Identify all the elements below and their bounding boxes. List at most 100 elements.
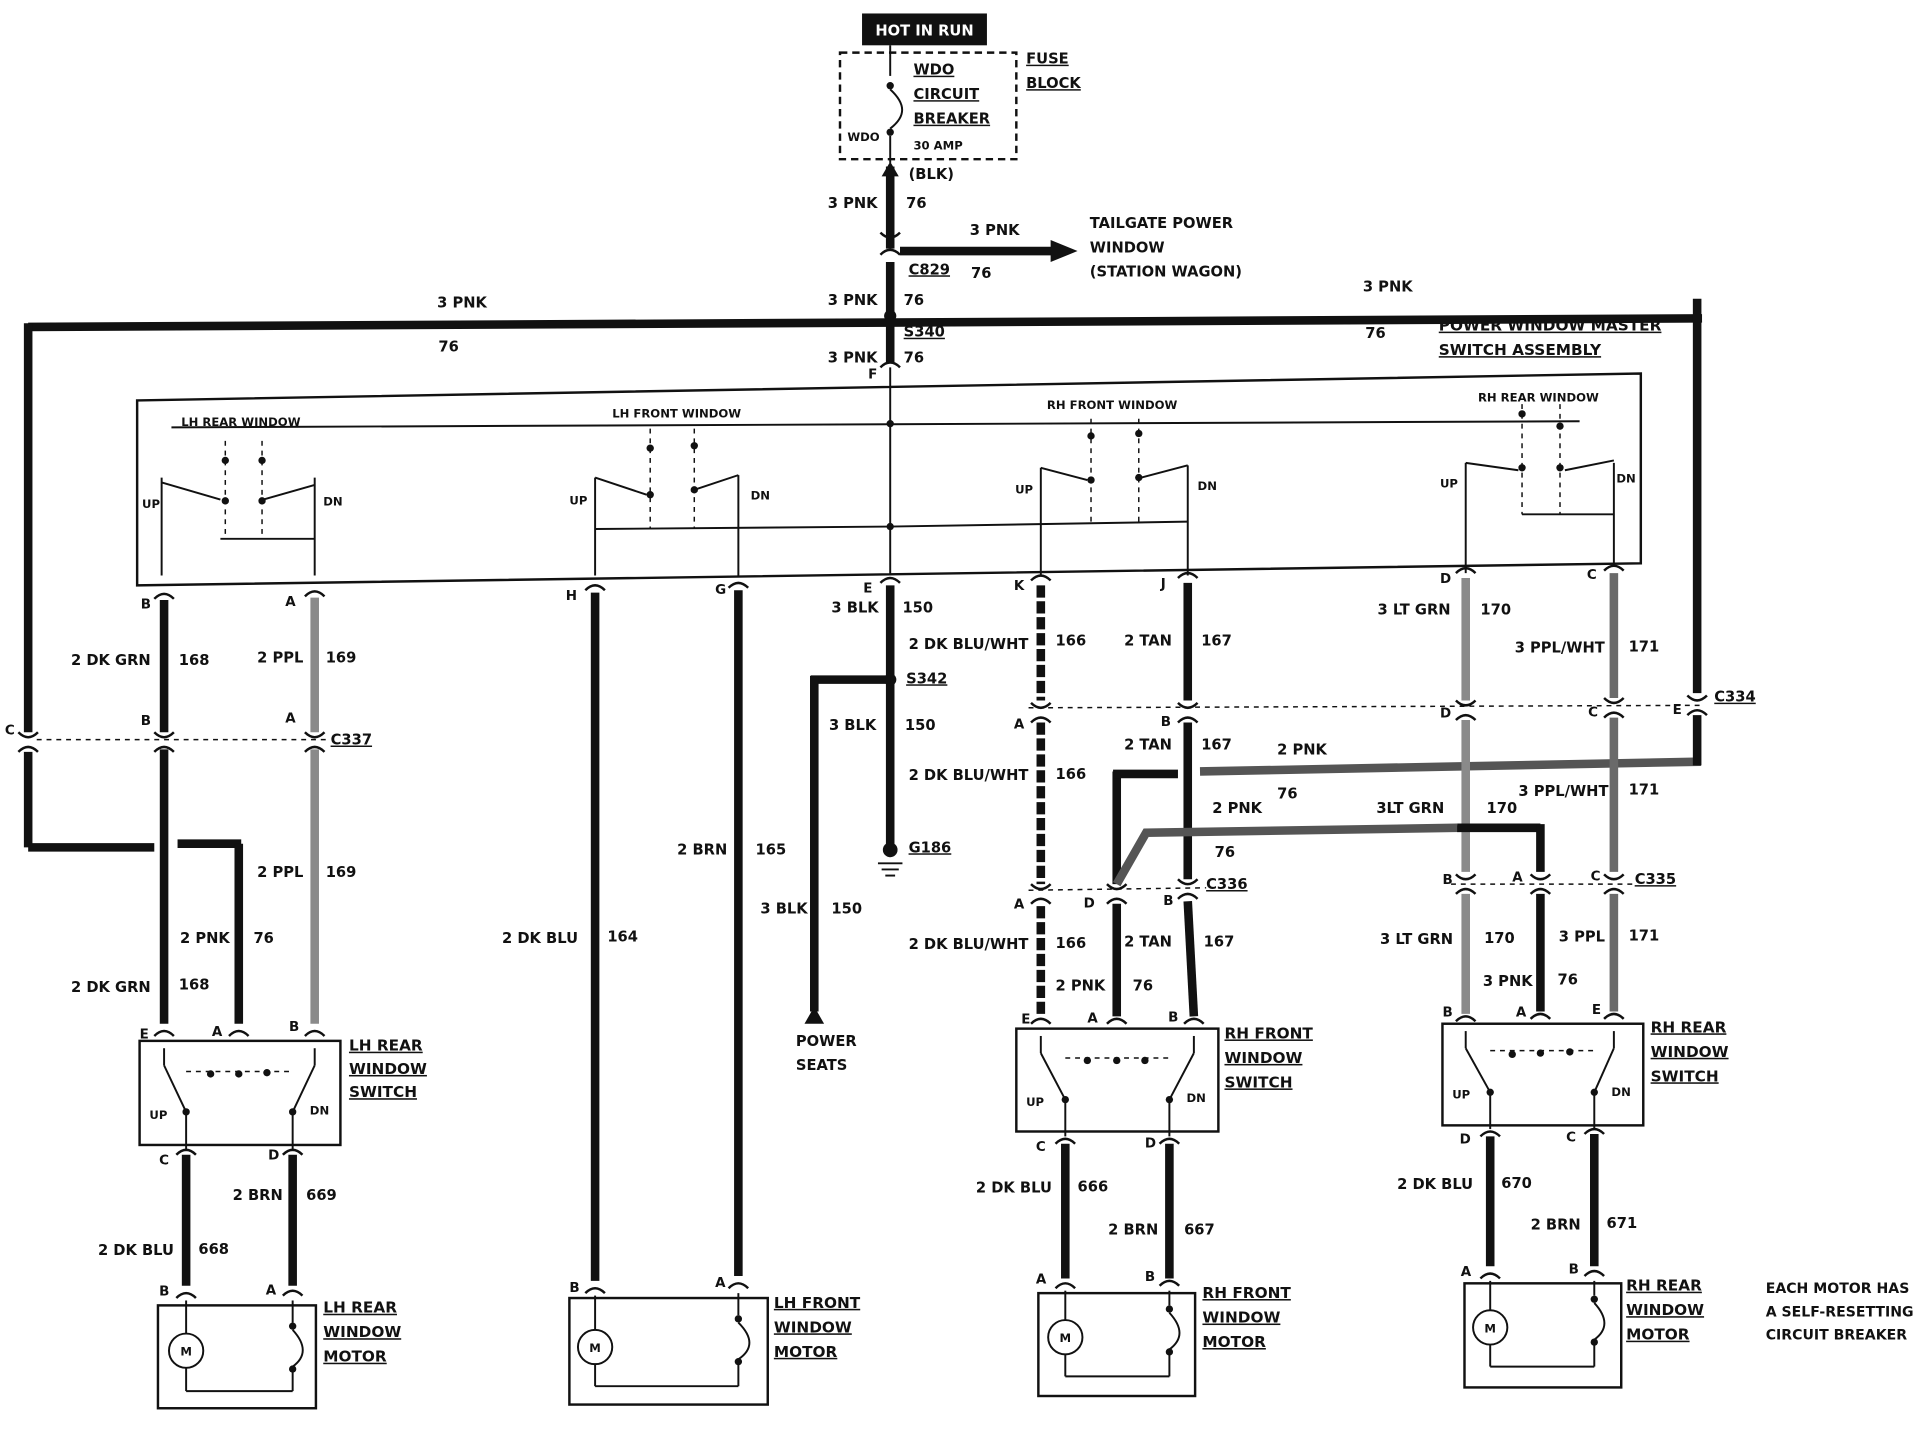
ground-shared-color-1: 2 DK BLU/WHT [909, 636, 1029, 653]
lh-rear-motor-wire-circuit-1: 668 [198, 1241, 229, 1258]
svg-text:B: B [1442, 873, 1452, 888]
rh-front-section-label: RH FRONT WINDOW [1047, 398, 1178, 412]
svg-text:D: D [1440, 707, 1451, 722]
rh-rear-dn-label: DN [1616, 471, 1635, 485]
lh-rear-up-label: UP [142, 497, 160, 511]
svg-text:C: C [159, 1154, 169, 1169]
lh-rear-upper-color-2: 2 PPL [257, 649, 303, 666]
motor-note: EACH MOTOR HAS A SELF-RESETTING CIRCUIT … [1766, 1281, 1914, 1344]
lh-front-up-label: UP [569, 494, 587, 508]
rh-rear-section-label: RH REAR WINDOW [1478, 391, 1599, 405]
feed-circuit-1: 76 [906, 195, 926, 212]
lh-rear-motor-wire-color-1: 2 DK BLU [98, 1242, 174, 1259]
tailgate-wire-circuit: 76 [971, 265, 991, 282]
lh-front-circuit: 2 DK BLU 164 2 BRN 165 B A M LH FRONT WI… [502, 590, 861, 1406]
connector-c829: C829 [909, 261, 950, 278]
rh-front-circuit: A B A D B C336 166 2 TAN 167 2 TAN 167 1… [909, 582, 1703, 1398]
svg-text:A: A [285, 711, 296, 726]
lh-rear-upper-circuit-1: 168 [179, 652, 210, 669]
lh-rear-motor-wire-color-2: 2 BRN [233, 1187, 283, 1204]
svg-text:A: A [1516, 1005, 1527, 1020]
bus-right-circuit: 76 [1365, 325, 1385, 342]
bus-right-color: 3 PNK [1363, 278, 1413, 295]
svg-text:K: K [1014, 579, 1025, 594]
lh-rear-pnk-color: 2 PNK [180, 930, 230, 947]
rh-front-motor-symbol: M [1060, 1331, 1072, 1345]
tailgate-label-3: (STATION WAGON) [1090, 264, 1242, 281]
lh-rear-window-switch [138, 1039, 342, 1147]
svg-text:J: J [1160, 577, 1166, 592]
svg-text:B: B [141, 598, 151, 613]
lh-rear-lower-color-2: 2 PPL [257, 864, 303, 881]
note-line-3: CIRCUIT BREAKER [1766, 1328, 1908, 1344]
lh-front-motor-symbol: M [589, 1341, 601, 1355]
rh-front-switch-pnk-color: 2 PNK [1056, 978, 1106, 995]
ground-wire-color-1: 3 BLK [831, 599, 879, 616]
splice-s342: S342 [906, 670, 947, 687]
rh-front-lower-color-1: 2 DK BLU/WHT [909, 936, 1029, 953]
svg-text:B: B [569, 1281, 579, 1296]
rh-rear-switch-dn: DN [1611, 1085, 1630, 1099]
fuse-label-2: BLOCK [1026, 75, 1081, 92]
svg-text:A: A [1087, 1012, 1098, 1027]
power-seats-label-1: POWER [796, 1033, 857, 1050]
rh-rear-motor-wire-circuit-1: 670 [1501, 1175, 1532, 1192]
lh-front-master-contacts: UP DN [569, 428, 891, 576]
lh-front-wire-circuit-1: 164 [607, 929, 638, 946]
rh-rear-lower-circuit-2: 171 [1629, 927, 1660, 944]
breaker-rating: 30 AMP [913, 138, 963, 152]
rh-rear-mid-color-1: 3LT GRN [1376, 800, 1444, 817]
svg-text:F: F [868, 367, 877, 382]
ground-wire-circuit-1: 150 [902, 599, 933, 616]
lh-front-window-motor [568, 1296, 769, 1406]
rh-front-upper-circuit-2: 167 [1201, 632, 1232, 649]
rh-rear-motor-label-3: MOTOR [1626, 1326, 1690, 1344]
lh-rear-motor-label-1: LH REAR [323, 1299, 397, 1317]
ground-shared-color-2: 2 DK BLU/WHT [909, 767, 1029, 784]
rh-front-switch-dn: DN [1187, 1091, 1206, 1105]
rh-rear-switch-label-1: RH REAR [1651, 1018, 1727, 1036]
svg-text:A: A [1512, 871, 1523, 886]
rh-rear-mid-circuit-2: 171 [1629, 782, 1660, 799]
note-line-1: EACH MOTOR HAS [1766, 1281, 1910, 1297]
lh-front-motor-label-3: MOTOR [774, 1343, 838, 1361]
connector-c335: C335 [1635, 871, 1676, 888]
rh-front-switch-label-1: RH FRONT [1224, 1024, 1313, 1042]
svg-text:E: E [1021, 1013, 1030, 1028]
rh-front-switch-up: UP [1026, 1095, 1044, 1109]
feed-circuit-3: 76 [904, 349, 924, 366]
svg-text:E: E [1673, 703, 1682, 718]
svg-text:B: B [141, 714, 151, 729]
svg-text:B: B [1163, 894, 1173, 909]
connector-c334: C334 [1714, 689, 1755, 706]
lh-rear-section-label: LH REAR WINDOW [181, 415, 300, 429]
ground-circuit: 3 BLK 150 2 DK BLU/WHT S342 3 BLK 150 2 … [760, 585, 1028, 1074]
rh-front-pnk-color-1: 2 PNK [1277, 741, 1327, 758]
svg-text:A: A [212, 1025, 223, 1040]
svg-text:E: E [140, 1027, 149, 1042]
rh-rear-pnk-circuit: 76 [1558, 972, 1578, 989]
svg-text:C: C [5, 724, 15, 739]
fuse-label-1: FUSE [1026, 51, 1069, 68]
rh-front-lower-color-2: 2 TAN [1124, 934, 1172, 951]
lh-rear-upper-color-1: 2 DK GRN [71, 652, 151, 669]
breaker-label-2: CIRCUIT [913, 86, 979, 103]
rh-rear-window-switch [1441, 1022, 1645, 1127]
rh-front-window-switch [1015, 1027, 1220, 1133]
power-seat-wire-circuit: 150 [831, 901, 862, 918]
lh-rear-lower-circuit-2: 169 [326, 864, 357, 881]
lh-rear-window-motor [156, 1304, 318, 1410]
svg-text:A: A [715, 1276, 726, 1291]
feed-color-1: 3 PNK [828, 195, 878, 212]
svg-text:C: C [1587, 568, 1597, 583]
hot-in-run-label: HOT IN RUN [875, 23, 973, 40]
svg-text:B: B [1161, 715, 1171, 730]
rh-front-pnk-circuit-1: 76 [1277, 785, 1297, 802]
rh-rear-switch-label-3: SWITCH [1651, 1067, 1719, 1085]
svg-text:A: A [285, 595, 296, 610]
blk-label: (BLK) [909, 166, 954, 183]
lh-rear-motor-label-2: WINDOW [323, 1323, 401, 1341]
rh-rear-upper-color-2: 3 PPL/WHT [1515, 640, 1605, 657]
rh-front-upper-circuit-1: 166 [1056, 632, 1087, 649]
lh-rear-switch-label-3: SWITCH [349, 1083, 417, 1101]
